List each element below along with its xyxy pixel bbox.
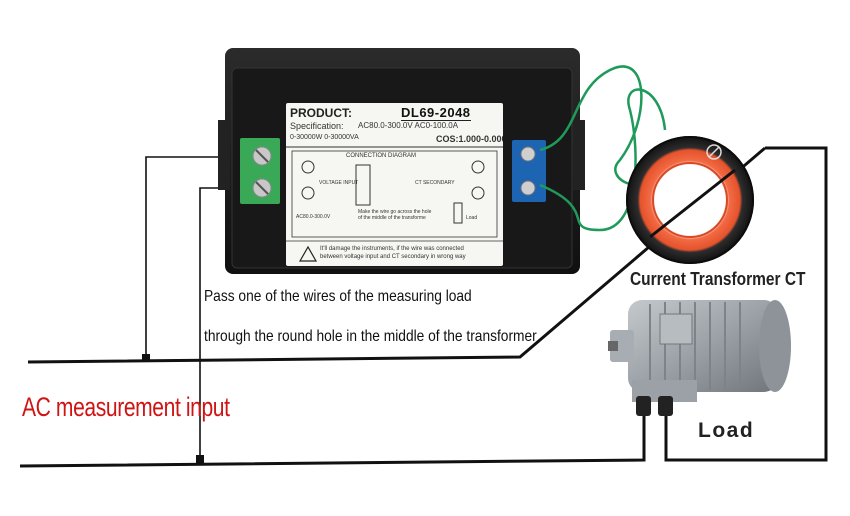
load-small-label: Load [466, 215, 478, 221]
range-line-2: 0-30000W 0-30000VA [290, 134, 359, 141]
warning-icon [298, 245, 318, 262]
electric-motor-icon [608, 300, 791, 416]
live-wire-through-ct [649, 168, 736, 239]
ct-label: Current Transformer CT [630, 269, 806, 289]
warning-line-2: between voltage input and CT secondary i… [320, 254, 466, 260]
junction-dot [142, 354, 150, 362]
instruction-line-1: Pass one of the wires of the measuring l… [204, 288, 472, 305]
neutral-wire [19, 398, 646, 468]
cos-range: COS:1.000-0.000 [436, 134, 503, 144]
wire-note-2: of the middle of the transforme [358, 215, 426, 221]
screw-icon [520, 180, 536, 196]
motor-terminal [658, 396, 673, 416]
current-transformer-icon [626, 136, 754, 264]
ct-terminal-block [512, 140, 546, 202]
meter-label-panel: PRODUCT: DL69-2048 Specification: AC80.0… [286, 103, 503, 266]
voltage-input-label: VOLTAGE INPUT [319, 180, 359, 186]
motor-terminal [636, 396, 651, 416]
instruction-line-2: through the round hole in the middle of … [204, 328, 537, 345]
model-number: DL69-2048 [401, 105, 471, 121]
ac-input-label: AC measurement input [22, 392, 230, 422]
warning-line-1: It'll damage the instruments, if the wir… [320, 246, 464, 252]
spec-label: Specification: [290, 121, 344, 131]
panel-lines [286, 146, 503, 262]
product-label: PRODUCT: [290, 106, 352, 120]
voltage-branch-1 [145, 156, 252, 362]
load-label: Load [698, 419, 755, 442]
ac-voltage-label: AC80.0-300.0V [296, 214, 331, 220]
live-wire-return [664, 146, 828, 462]
junction-dot [196, 455, 204, 463]
range-line-1: AC80.0-300.0V AC0-100.0A [358, 121, 459, 130]
wire-note-1: Make the wire go across the hole [358, 209, 432, 215]
diagram-title: CONNECTION DIAGRAM [346, 153, 417, 159]
ct-secondary-label: CT SECONDARY [415, 180, 455, 186]
screw-icon [520, 146, 536, 162]
